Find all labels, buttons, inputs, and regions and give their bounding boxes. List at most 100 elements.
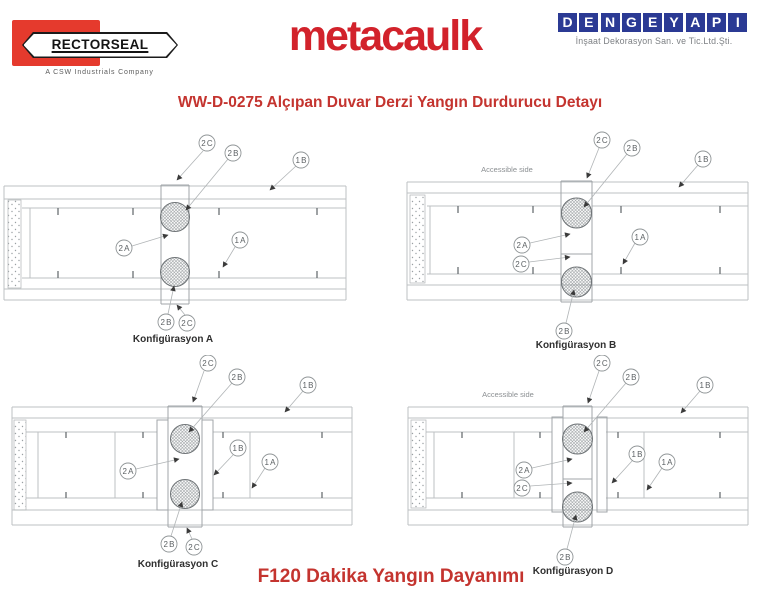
diagram-konfigurasyon-a: 2C 2B 1B 2A 1A 2B 2C Konfigürasyon A	[0, 130, 380, 355]
callout-2b-bottom: 2B	[157, 313, 175, 331]
callout-2a: 2A	[119, 462, 137, 480]
callout-2c-top: 2C	[593, 354, 611, 372]
leader-lines	[131, 150, 297, 316]
wall-section	[406, 181, 749, 301]
svg-text:2C: 2C	[181, 319, 194, 328]
diagram-d-drawing: Accessible side 2C 2B 1B 2A	[407, 354, 749, 577]
svg-text:2B: 2B	[560, 553, 572, 562]
accessible-side-note: Accessible side	[482, 390, 534, 399]
rectorseal-hexagon	[22, 32, 178, 58]
svg-text:1A: 1A	[662, 458, 674, 467]
leader-lines	[528, 147, 699, 324]
callout-2b-top: 2B	[623, 139, 641, 157]
svg-text:2B: 2B	[228, 149, 240, 158]
wall-end-stipple	[410, 419, 427, 509]
dengeyapi-letter: G	[621, 13, 641, 32]
callout-1b-top: 1B	[299, 376, 317, 394]
diagram-a-label: Konfigürasyon A	[133, 334, 213, 345]
callout-2b-bottom: 2B	[556, 548, 574, 566]
svg-text:2C: 2C	[515, 260, 528, 269]
wall-section	[407, 406, 749, 526]
svg-text:2B: 2B	[164, 540, 176, 549]
callout-2c-mid: 2C	[512, 255, 530, 273]
packing-material-top	[561, 197, 592, 229]
dengeyapi-letter: D	[558, 13, 577, 32]
svg-text:2C: 2C	[188, 543, 201, 552]
packing-material-top	[562, 423, 593, 455]
svg-text:2B: 2B	[232, 373, 244, 382]
packing-material-top	[170, 424, 200, 454]
callout-1b-mid: 1B	[628, 445, 646, 463]
callout-1b-top: 1B	[696, 376, 714, 394]
callout-1a: 1A	[658, 453, 676, 471]
dengeyapi-letter: A	[685, 13, 705, 32]
dengeyapi-logo: D E N G E Y A P I İnşaat Dekorasyon San.…	[558, 13, 750, 46]
callout-2c-top: 2C	[198, 134, 216, 152]
wall-end-stipple	[13, 419, 27, 511]
callout-2b-bottom: 2B	[160, 535, 178, 553]
dengeyapi-letter: E	[579, 13, 599, 32]
svg-text:2A: 2A	[119, 244, 131, 253]
wall-end-stipple	[409, 194, 426, 284]
rectorseal-wordmark: RECTORSEAL	[51, 37, 149, 52]
dengeyapi-tagline: İnşaat Dekorasyon San. ve Tic.Ltd.Şti.	[575, 36, 733, 46]
wall-end-stipple	[7, 199, 22, 289]
packing-material-top	[160, 202, 190, 232]
leader-lines	[135, 370, 304, 540]
dengeyapi-letter-squares: D E N G E Y A P I	[558, 13, 750, 32]
svg-text:2C: 2C	[596, 136, 609, 145]
svg-text:1B: 1B	[303, 381, 315, 390]
dengeyapi-letter: E	[643, 13, 663, 32]
diagram-c-drawing: 2C 2B 1B 2A 1B 1A 2B 2C Konfigüra	[11, 354, 353, 570]
callout-1b-top: 1B	[292, 151, 310, 169]
joint-strip	[560, 180, 593, 303]
svg-text:2C: 2C	[202, 359, 215, 368]
svg-text:1B: 1B	[698, 155, 710, 164]
dengeyapi-letter: N	[600, 13, 620, 32]
svg-text:1B: 1B	[632, 450, 644, 459]
diagram-d-label: Konfigürasyon D	[533, 566, 614, 577]
svg-text:2A: 2A	[517, 241, 529, 250]
leader-lines	[529, 370, 701, 550]
svg-text:2B: 2B	[626, 373, 638, 382]
callout-2c-bottom: 2C	[178, 314, 196, 332]
callout-2c-bottom: 2C	[185, 538, 203, 556]
packing-material-bottom	[160, 257, 190, 287]
svg-text:1B: 1B	[700, 381, 712, 390]
wall-section	[11, 406, 353, 526]
callout-2b-top: 2B	[622, 368, 640, 386]
callout-2c-top: 2C	[593, 131, 611, 149]
callout-1b-top: 1B	[694, 150, 712, 168]
metacaulk-logo: metacaulk	[288, 12, 483, 60]
callout-2c-top: 2C	[199, 354, 217, 372]
callout-2a: 2A	[115, 239, 133, 257]
stud-lips	[461, 432, 721, 498]
stud-lips	[57, 208, 318, 278]
rectorseal-tagline: A CSW Industrials Company	[45, 69, 154, 76]
callout-2b-top: 2B	[228, 368, 246, 386]
svg-text:2C: 2C	[596, 359, 609, 368]
callout-2a: 2A	[515, 461, 533, 479]
stud-lips	[457, 206, 721, 274]
diagram-c-label: Konfigürasyon C	[138, 559, 219, 570]
svg-text:2B: 2B	[161, 318, 173, 327]
diagram-a-drawing: 2C 2B 1B 2A 1A 2B 2C Konfigürasyon A	[3, 134, 347, 345]
svg-text:2B: 2B	[627, 144, 639, 153]
callout-2c-mid: 2C	[513, 479, 531, 497]
diagram-konfigurasyon-d: Accessible side 2C 2B 1B 2A	[390, 354, 768, 597]
joint-strip	[156, 405, 214, 528]
packing-material-bottom	[561, 266, 592, 298]
diagram-b-label: Konfigürasyon B	[536, 340, 617, 351]
dengeyapi-letter: P	[707, 13, 727, 32]
svg-text:2B: 2B	[559, 327, 571, 336]
svg-text:1A: 1A	[635, 233, 647, 242]
joint-strip	[551, 405, 608, 528]
stud-lips	[65, 432, 323, 498]
svg-text:1A: 1A	[265, 458, 277, 467]
callout-1a: 1A	[631, 228, 649, 246]
callout-2a: 2A	[513, 236, 531, 254]
svg-text:1B: 1B	[296, 156, 308, 165]
svg-text:2C: 2C	[516, 484, 529, 493]
diagram-konfigurasyon-c: 2C 2B 1B 2A 1B 1A 2B 2C Konfigüra	[0, 354, 380, 580]
